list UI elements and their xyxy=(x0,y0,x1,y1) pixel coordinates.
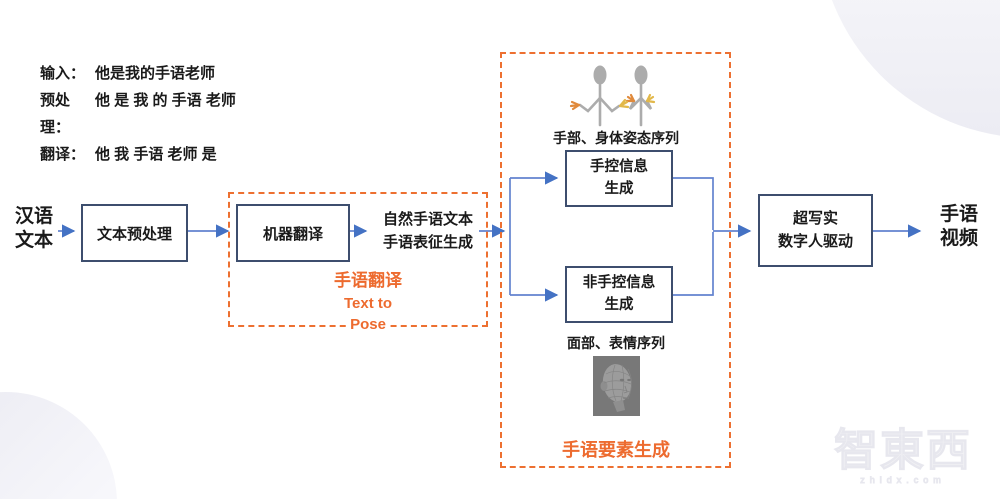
face-sequence-caption: 面部、表情序列 xyxy=(567,335,665,351)
note-label: 预处理： xyxy=(40,92,71,136)
intermediate-output-text: 自然手语文本 手语表征生成 xyxy=(382,211,473,252)
decorative-circle-bottom-left xyxy=(0,392,117,499)
group-translation-title-zh: 手语翻译 xyxy=(334,271,402,290)
preprocessing-notes: 输入： 他是我的手语老师 预处理： 他 是 我 的 手语 老师 翻译： 他 我 … xyxy=(40,60,340,168)
note-value: 他是我的手语老师 xyxy=(95,65,216,82)
note-translate: 翻译： 他 我 手语 老师 是 xyxy=(40,141,340,168)
group-translation-title-en1: Text to xyxy=(343,295,393,312)
box-digital-human-driving: 超写实 数字人驱动 xyxy=(758,194,873,267)
group-translation-caption: 手语翻译 Text to Pose xyxy=(308,269,428,335)
watermark-domain-text: zhidx.com xyxy=(860,475,946,486)
group-sign-element-generation xyxy=(500,52,731,468)
note-label: 输入： xyxy=(40,65,86,82)
output-label: 手语 视频 xyxy=(939,204,978,250)
face-3d-head-icon xyxy=(593,356,640,416)
note-value: 他 是 我 的 手语 老师 xyxy=(95,92,236,109)
group-translation-title-en2: Pose xyxy=(308,314,428,335)
box-non-manual-info-generation: 非手控信息 生成 xyxy=(565,266,673,323)
pose-sequence-caption: 手部、身体姿态序列 xyxy=(553,130,679,146)
decorative-circle-top-right xyxy=(818,0,1000,138)
box-machine-translation: 机器翻译 xyxy=(236,204,350,262)
note-label: 翻译： xyxy=(40,146,86,163)
note-preprocess: 预处理： 他 是 我 的 手语 老师 xyxy=(40,87,340,141)
input-label: 汉语 文本 xyxy=(14,206,53,252)
watermark-logo: 智東西 zhidx.com xyxy=(834,426,972,486)
pose-stick-figures-icon xyxy=(569,65,656,127)
group-generation-caption: 手语要素生成 xyxy=(562,440,670,460)
box-manual-info-generation: 手控信息 生成 xyxy=(565,150,673,207)
note-value: 他 我 手语 老师 是 xyxy=(95,146,217,163)
watermark-logo-text: 智東西 xyxy=(834,426,972,475)
box-text-preprocess: 文本预处理 xyxy=(81,204,188,262)
note-input: 输入： 他是我的手语老师 xyxy=(40,60,340,87)
